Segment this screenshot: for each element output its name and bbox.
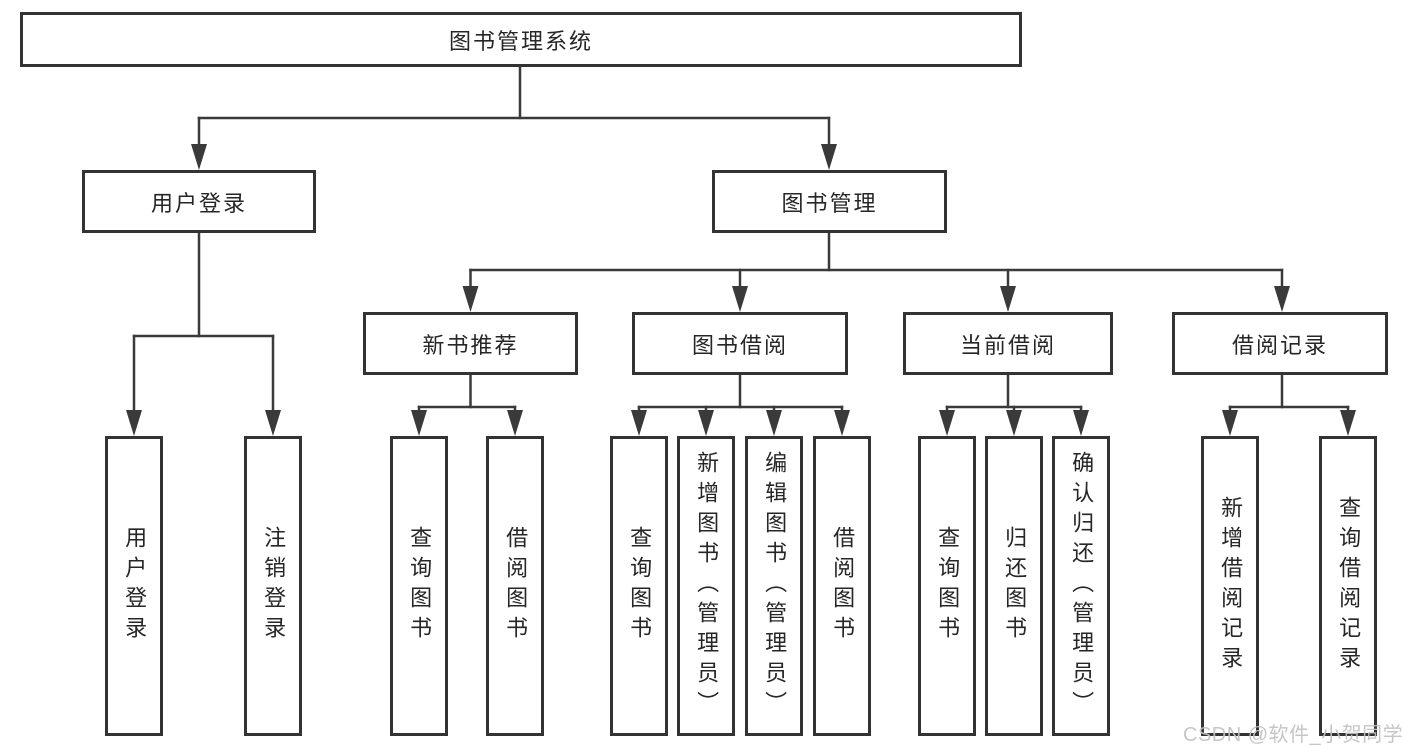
- leaf-borrow-books: 借阅图书: [813, 436, 871, 736]
- leaf-add-borrow-record: 新增借阅记录: [1201, 436, 1259, 736]
- node-label: 借阅图书: [830, 526, 856, 646]
- node-label: 查询图书: [407, 526, 433, 646]
- leaf-return-books: 归还图书: [985, 436, 1043, 736]
- node-library-system: 图书管理系统: [20, 12, 1022, 67]
- node-label: 图书借阅: [691, 332, 788, 358]
- leaf-query-books-recommend: 查询图书: [390, 436, 448, 736]
- csdn-watermark: CSDN @软件_小贺同学: [1183, 724, 1404, 746]
- node-label: 新增图书（管理员）: [694, 451, 720, 721]
- node-label: 新增借阅记录: [1218, 496, 1244, 676]
- leaf-add-books-admin: 新增图书（管理员）: [677, 436, 735, 736]
- leaf-query-borrow-record: 查询借阅记录: [1319, 436, 1377, 736]
- node-user-login: 用户登录: [82, 170, 316, 233]
- node-label: 用户登录: [150, 190, 247, 216]
- node-label: 当前借阅: [959, 332, 1056, 358]
- node-label: 查询图书: [935, 526, 961, 646]
- node-label: 归还图书: [1002, 526, 1028, 646]
- leaf-logout: 注销登录: [244, 436, 302, 736]
- node-label: 查询图书: [627, 526, 653, 646]
- node-label: 借阅记录: [1231, 332, 1328, 358]
- node-label: 查询借阅记录: [1336, 496, 1362, 676]
- node-book-borrowing: 图书借阅: [632, 312, 848, 375]
- node-label: 新书推荐: [422, 332, 519, 358]
- node-label: 图书管理系统: [448, 28, 593, 54]
- node-label: 用户登录: [122, 526, 148, 646]
- leaf-borrow-books-recommend: 借阅图书: [486, 436, 544, 736]
- leaf-query-books-borrowing: 查询图书: [610, 436, 668, 736]
- leaf-user-login: 用户登录: [105, 436, 163, 736]
- node-label: 编辑图书（管理员）: [762, 451, 788, 721]
- node-borrowing-records: 借阅记录: [1172, 312, 1388, 375]
- leaf-confirm-return-admin: 确认归还（管理员）: [1052, 436, 1110, 736]
- node-label: 借阅图书: [503, 526, 529, 646]
- node-label: 确认归还（管理员）: [1069, 451, 1095, 721]
- node-label: 注销登录: [261, 526, 287, 646]
- node-book-management: 图书管理: [712, 170, 947, 233]
- leaf-edit-books-admin: 编辑图书（管理员）: [745, 436, 803, 736]
- node-new-book-recommend: 新书推荐: [363, 312, 578, 375]
- node-current-borrowing: 当前借阅: [903, 312, 1113, 375]
- leaf-query-books-current: 查询图书: [918, 436, 976, 736]
- node-label: 图书管理: [781, 190, 878, 216]
